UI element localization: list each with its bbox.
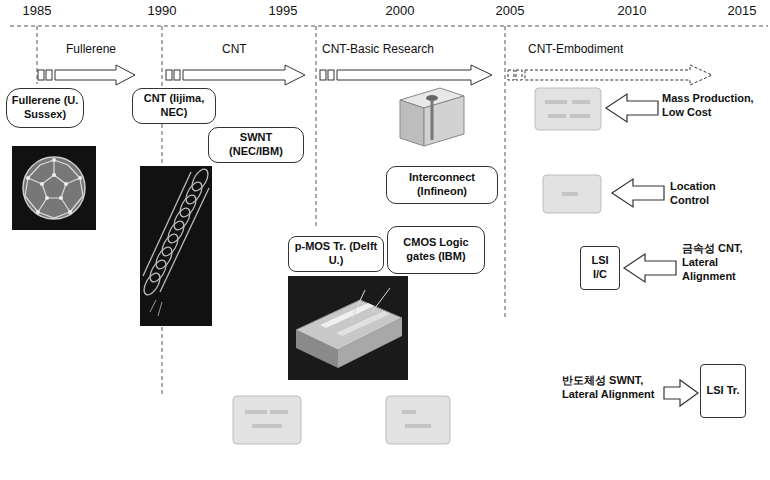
requirement-label: 반도체성 SWNT, Lateral Alignment [562,374,662,402]
year-label: 1990 [142,3,182,19]
phase-square [46,70,52,80]
transistor-picture [288,276,408,380]
box-text: Interconnect (Infineon) [391,171,493,199]
blurred-panel [535,88,601,130]
phase-arrow [183,65,305,85]
year-label: 2005 [490,3,530,19]
phase-square [166,70,172,80]
milestone-box: CNT (Iijima, NEC) [132,88,216,124]
box-text: LSI I/C [585,254,615,282]
phase-arrow [55,65,135,85]
milestone-box: SWNT (NEC/IBM) [208,127,304,163]
phase-arrow [337,65,492,85]
interconnect-picture [400,88,464,146]
year-label: 1995 [263,3,303,19]
block-arrow [664,380,698,406]
era-divider [37,26,38,84]
blurred-panel [386,396,450,444]
requirement-label: Location Control [670,180,744,208]
block-arrow [606,94,658,122]
block-arrow [624,254,676,282]
requirement-label: Mass Production, Low Cost [662,92,766,120]
box-text: CNT (Iijima, NEC) [137,92,211,120]
milestone-box: p-MOS Tr. (Delft U.) [288,236,384,272]
phase-label: Fullerene [66,42,116,57]
timeline-line [10,26,768,27]
milestone-box: Interconnect (Infineon) [386,166,498,204]
phase-label: CNT [222,42,247,57]
year-label: 2015 [722,3,762,19]
blurred-panel [233,396,301,444]
box-text: p-MOS Tr. (Delft U.) [293,240,379,268]
phase-label: CNT-Basic Research [322,42,434,57]
phase-square [516,70,522,80]
block-arrow [612,179,664,207]
phase-arrow [525,65,712,85]
milestone-box: Fullerene (U. Sussex) [6,88,84,128]
year-label: 2010 [612,3,652,19]
milestone-box: LSI Tr. [700,364,746,418]
phase-arrows [38,65,712,85]
box-text: Fullerene (U. Sussex) [11,94,79,122]
year-label: 1985 [17,3,57,19]
requirement-label: 금속성 CNT, Lateral Alignment [682,242,766,283]
phase-square [174,70,180,80]
milestone-box: LSI I/C [580,246,620,290]
year-label: 2000 [380,3,420,19]
box-text: SWNT (NEC/IBM) [213,131,299,159]
milestone-box: CMOS Logic gates (IBM) [387,226,485,274]
phase-square [328,70,334,80]
phase-label: CNT-Embodiment [528,42,623,57]
phase-square [320,70,326,80]
box-text: LSI Tr. [706,384,739,398]
era-divider [505,26,506,320]
era-divider [316,26,317,226]
fullerene-picture [12,146,96,230]
phase-square [508,70,514,80]
blurred-panel [543,175,601,213]
phase-square [38,70,44,80]
box-text: CMOS Logic gates (IBM) [392,236,480,264]
nanotube-picture [140,166,212,326]
